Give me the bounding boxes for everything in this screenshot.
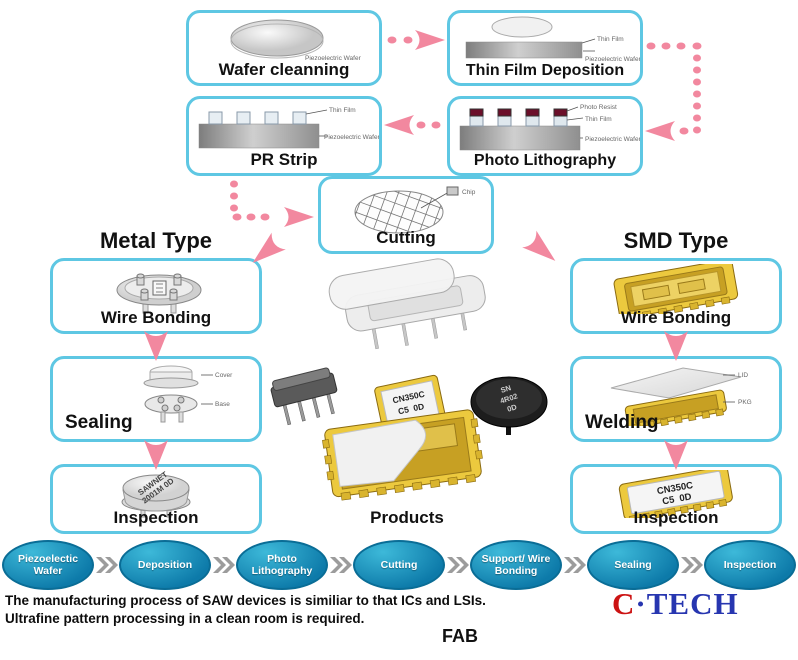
products-illustration: CN350C C5 0D SN 4R02 0D	[270, 258, 548, 501]
arrow-thinfilm-to-photolitho-icon	[645, 42, 702, 141]
smd-welding-label: Welding	[585, 412, 659, 433]
arrow-photolitho-to-prstrip-icon	[384, 115, 441, 135]
metal-sealing-label: Sealing	[65, 412, 133, 433]
chip-annotation: Chip	[462, 189, 476, 196]
cutting-illustration: Chip	[354, 186, 476, 234]
flow-step-cutting: Cutting	[353, 540, 445, 590]
photo-lithography-illustration: Photo Resist Thin Film Piezoelectric Waf…	[459, 104, 640, 151]
flow-step-inspection: Inspection	[704, 540, 796, 590]
flow-step-label: Piezoelectic Wafer	[17, 552, 79, 577]
flow-step-label: Deposition	[137, 558, 193, 571]
wafer-annotation: Piezoelectric Wafer	[305, 55, 362, 62]
flow-arrow-icon	[680, 557, 703, 573]
photo-lithography-box: Photo Resist Thin Film Piezoelectric Waf…	[447, 96, 643, 176]
thin-film-illustration: Thin Film Piezoelectric Wafer	[465, 16, 640, 63]
thin-film-deposition-label: Thin Film Deposition	[465, 62, 625, 79]
metal-wire-bonding-box: Wire Bonding	[50, 258, 262, 334]
thin-film-deposition-box: Thin Film Piezoelectric Wafer Thin Film …	[447, 10, 643, 86]
dip-package-icon	[270, 367, 338, 426]
logo-tech: ·TECH	[635, 586, 739, 621]
pr-strip-illustration: Thin Film Piezoelectric Wafer	[198, 107, 379, 149]
smd-welding-box: LID PKG Welding	[570, 356, 782, 442]
smd-inspection-box: CN350C C5 0D Inspection	[570, 464, 782, 534]
photo-lithography-label: Photo Lithography	[473, 152, 617, 169]
ctech-logo: C·TECH	[612, 586, 739, 622]
thin-film-annotation: Thin Film	[597, 36, 624, 43]
thin-film-annotation: Thin Film	[329, 107, 356, 114]
metal-inspection-label: Inspection	[113, 508, 199, 527]
flow-step-support-wire-bonding: Support/ Wire Bonding	[470, 540, 562, 590]
metal-sealing-box: Cover Base Sealing	[50, 356, 262, 442]
flow-step-piezoelectic-wafer: Piezoelectic Wafer	[2, 540, 94, 590]
metal-inspection-illustration: SAWNET 2001M 0D	[121, 470, 191, 518]
flow-arrow-icon	[446, 557, 469, 573]
metal-wire-bonding-illustration	[116, 273, 202, 314]
arrow-prstrip-to-cutting-icon	[230, 180, 314, 227]
smd-type-header: SMD Type	[623, 228, 729, 253]
piezo-wafer-annotation: Piezoelectric Wafer	[585, 56, 640, 63]
smd-inspection-illustration: CN350C C5 0D	[618, 470, 733, 518]
flow-arrow-icon	[563, 557, 586, 573]
smd-wire-bonding-label: Wire Bonding	[620, 308, 732, 327]
footer-note-line2: Ultrafine pattern processing in a clean …	[5, 610, 365, 626]
base-annotation: Base	[215, 401, 230, 408]
metal-wire-bonding-label: Wire Bonding	[100, 308, 212, 327]
flow-arrow-icon	[95, 557, 118, 573]
arrow-wafer-to-thinfilm-icon	[387, 30, 445, 50]
smd-wire-bonding-illustration	[613, 264, 739, 314]
flow-step-label: Sealing	[614, 558, 652, 571]
metal-inspection-box: SAWNET 2001M 0D Inspection	[50, 464, 262, 534]
cover-annotation: Cover	[215, 372, 233, 379]
large-smd-package-icon	[322, 409, 483, 501]
exploded-package-icon	[328, 258, 486, 350]
footer-note-line1: The manufacturing process of SAW devices…	[5, 593, 486, 608]
piezo-wafer-annotation: Piezoelectric Wafer	[585, 136, 640, 143]
flow-step-label: Cutting	[380, 558, 418, 571]
piezo-wafer-annotation: Piezoelectric Wafer	[324, 134, 379, 141]
wafer-cleaning-box: Piezoelectric Wafer Wafer cleanning	[186, 10, 382, 86]
smd-welding-illustration: LID PKG	[610, 367, 752, 426]
flow-arrow-icon	[212, 557, 235, 573]
smd-inspection-label: Inspection	[633, 508, 719, 527]
photo-resist-annotation: Photo Resist	[580, 104, 617, 111]
flow-step-label: Inspection	[723, 558, 777, 571]
flow-step-sealing: Sealing	[587, 540, 679, 590]
cutting-label: Cutting	[376, 228, 436, 247]
flow-step-deposition: Deposition	[119, 540, 211, 590]
pr-strip-box: Thin Film Piezoelectric Wafer PR Strip	[186, 96, 382, 176]
flow-step-label: Photo Lithography	[251, 552, 313, 577]
thin-film-annotation: Thin Film	[585, 116, 612, 123]
disc-package-icon: SN 4R02 0D	[470, 376, 548, 435]
wafer-illustration: Piezoelectric Wafer	[230, 19, 362, 62]
flow-arrow-icon	[329, 557, 352, 573]
flow-step-photo-lithography: Photo Lithography	[236, 540, 328, 590]
lid-annotation: LID	[738, 372, 748, 379]
disc-marking-line3: 0D	[506, 402, 518, 414]
products-label: Products	[370, 508, 444, 527]
logo-c: C	[612, 586, 636, 621]
smd-wire-bonding-box: Wire Bonding	[570, 258, 782, 334]
smd-inspection-marking-line2: C5 0D	[661, 491, 692, 507]
process-flow: Piezoelectic Wafer Deposition Photo Lith…	[2, 539, 796, 591]
wafer-cleaning-label: Wafer cleanning	[218, 60, 350, 79]
metal-sealing-illustration: Cover Base	[143, 365, 233, 423]
disc-marking-line1: SN	[499, 383, 512, 395]
flow-step-label: Support/ Wire Bonding	[481, 552, 551, 577]
pkg-annotation: PKG	[738, 399, 752, 406]
metal-type-header: Metal Type	[99, 228, 213, 253]
cutting-box: Chip Cutting	[318, 176, 494, 254]
fab-caption: FAB	[442, 626, 478, 646]
pr-strip-label: PR Strip	[250, 150, 318, 169]
footer-note: The manufacturing process of SAW devices…	[5, 592, 605, 627]
